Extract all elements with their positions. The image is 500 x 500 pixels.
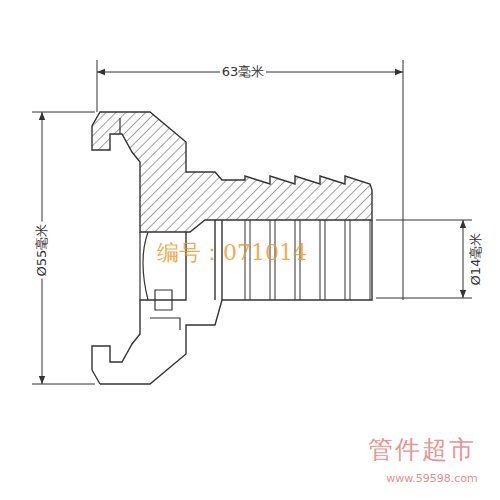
watermark-brand: 管件超市	[368, 436, 476, 464]
diameter-dimension: Ø14毫米	[469, 231, 483, 288]
length-dimension: 63毫米	[220, 65, 267, 79]
watermark-url: www.59598.com	[386, 473, 477, 485]
watermark-code: 编号：071014	[157, 241, 307, 265]
diameter-dimension: Ø55毫米	[35, 222, 49, 279]
